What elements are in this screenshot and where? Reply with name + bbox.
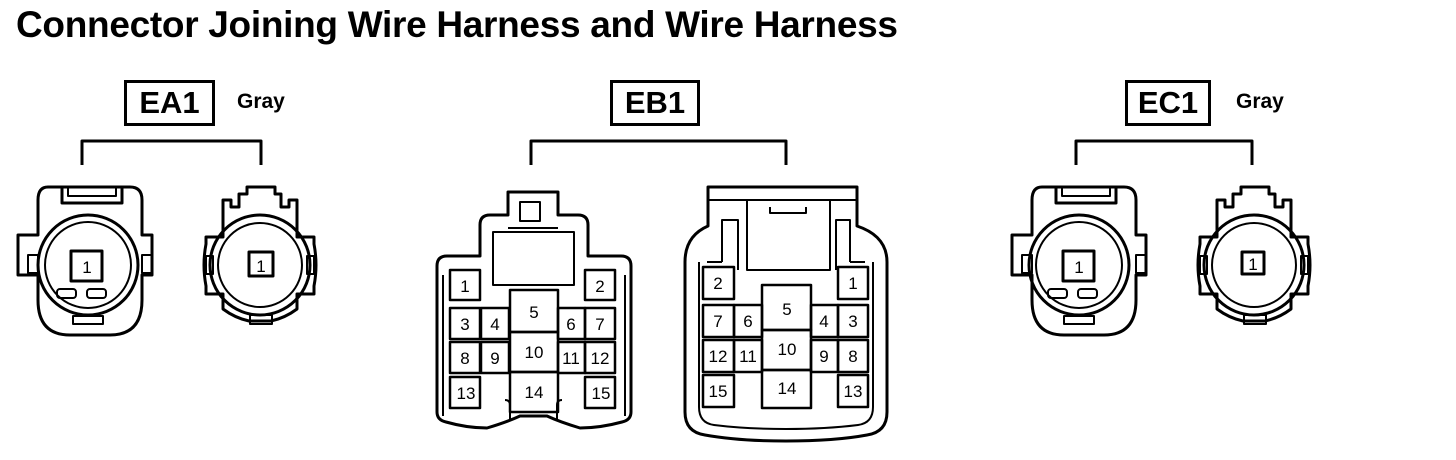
pin-eb1-male-13 [836, 373, 870, 409]
pin-label: 1 [848, 274, 857, 293]
pin-eb1-female-7 [583, 306, 617, 341]
pin-eb1-male-15 [701, 373, 736, 409]
connector-color-ec1: Gray [1236, 90, 1284, 113]
pin-eb1-female-15 [583, 375, 617, 410]
pin-ec1-male-1 [1240, 250, 1266, 276]
pin-label: 5 [782, 300, 791, 319]
pin-eb1-male-3 [836, 303, 870, 339]
connector-ec1-female: 1 [1010, 185, 1148, 337]
pin-label: 10 [778, 340, 797, 359]
pin-label: 5 [529, 303, 538, 322]
pin-label: 12 [591, 349, 610, 368]
pin-label: 3 [460, 315, 469, 334]
connector-eb1-female: 1 2 3 4 5 6 7 8 9 10 11 12 13 14 15 [435, 190, 633, 430]
connector-code-ea1: EA1 [124, 80, 215, 126]
connector-ec1-male: 1 [1196, 185, 1312, 325]
pin-label: 12 [709, 347, 728, 366]
eb1-male-pin-grid [701, 265, 870, 410]
connector-eb1-male: 1 2 3 4 5 6 7 8 9 10 11 12 13 14 15 [683, 185, 889, 443]
pin-eb1-female-13 [448, 375, 482, 410]
bracket-ea1 [80, 139, 263, 165]
pin-label: 9 [490, 349, 499, 368]
pin-label: 7 [595, 315, 604, 334]
pin-label: 7 [713, 312, 722, 331]
pin-label: 1 [1248, 255, 1257, 274]
connector-ea1-male: 1 [202, 185, 318, 325]
pin-ea1-female-1 [69, 249, 104, 283]
pin-label: 13 [457, 384, 476, 403]
pin-eb1-female-1 [448, 268, 482, 302]
pin-label: 8 [460, 349, 469, 368]
pin-label: 2 [713, 274, 722, 293]
pin-label: 1 [256, 257, 265, 276]
pin-label: 11 [739, 347, 757, 366]
pin-label: 9 [819, 347, 828, 366]
pin-label: 1 [1074, 258, 1083, 277]
connector-group-ea1: 1 1 [16, 139, 318, 337]
pin-label: 1 [460, 277, 469, 296]
pin-label: 4 [819, 312, 828, 331]
connector-color-ea1: Gray [237, 90, 285, 113]
pin-label: 14 [525, 383, 544, 402]
pin-ea1-male-1 [247, 250, 275, 278]
connector-ea1-female: 1 [16, 185, 154, 337]
pin-label: 6 [566, 315, 575, 334]
pin-eb1-male-2 [701, 265, 736, 301]
pin-label: 13 [844, 382, 863, 401]
pin-ec1-female-1 [1061, 249, 1096, 283]
pin-eb1-male-1 [836, 265, 870, 301]
pin-eb1-male-14 [760, 368, 813, 410]
connector-code-eb1: EB1 [610, 80, 700, 126]
pin-label: 15 [592, 384, 611, 403]
pin-label: 8 [848, 347, 857, 366]
pin-label: 4 [490, 315, 499, 334]
pin-label: 11 [562, 349, 580, 368]
pin-label: 6 [743, 312, 752, 331]
pin-label: 14 [778, 379, 797, 398]
pin-label: 1 [82, 258, 91, 277]
pin-eb1-female-12 [583, 340, 617, 375]
eb1-female-pin-grid [448, 268, 617, 414]
pin-eb1-female-14 [508, 370, 560, 414]
pin-label: 15 [709, 382, 728, 401]
pin-label: 10 [525, 343, 544, 362]
connector-group-eb1: 1 2 3 4 5 6 7 8 9 10 11 12 13 14 15 [435, 139, 889, 443]
connector-group-ec1: 1 1 [1010, 139, 1312, 337]
pin-eb1-male-8 [836, 338, 870, 374]
pin-eb1-female-2 [583, 268, 617, 302]
bracket-ec1 [1074, 139, 1254, 165]
pin-label: 3 [848, 312, 857, 331]
pin-label: 2 [595, 277, 604, 296]
bracket-eb1 [529, 139, 788, 165]
connector-code-ec1: EC1 [1125, 80, 1211, 126]
diagram-title: Connector Joining Wire Harness and Wire … [16, 4, 898, 45]
